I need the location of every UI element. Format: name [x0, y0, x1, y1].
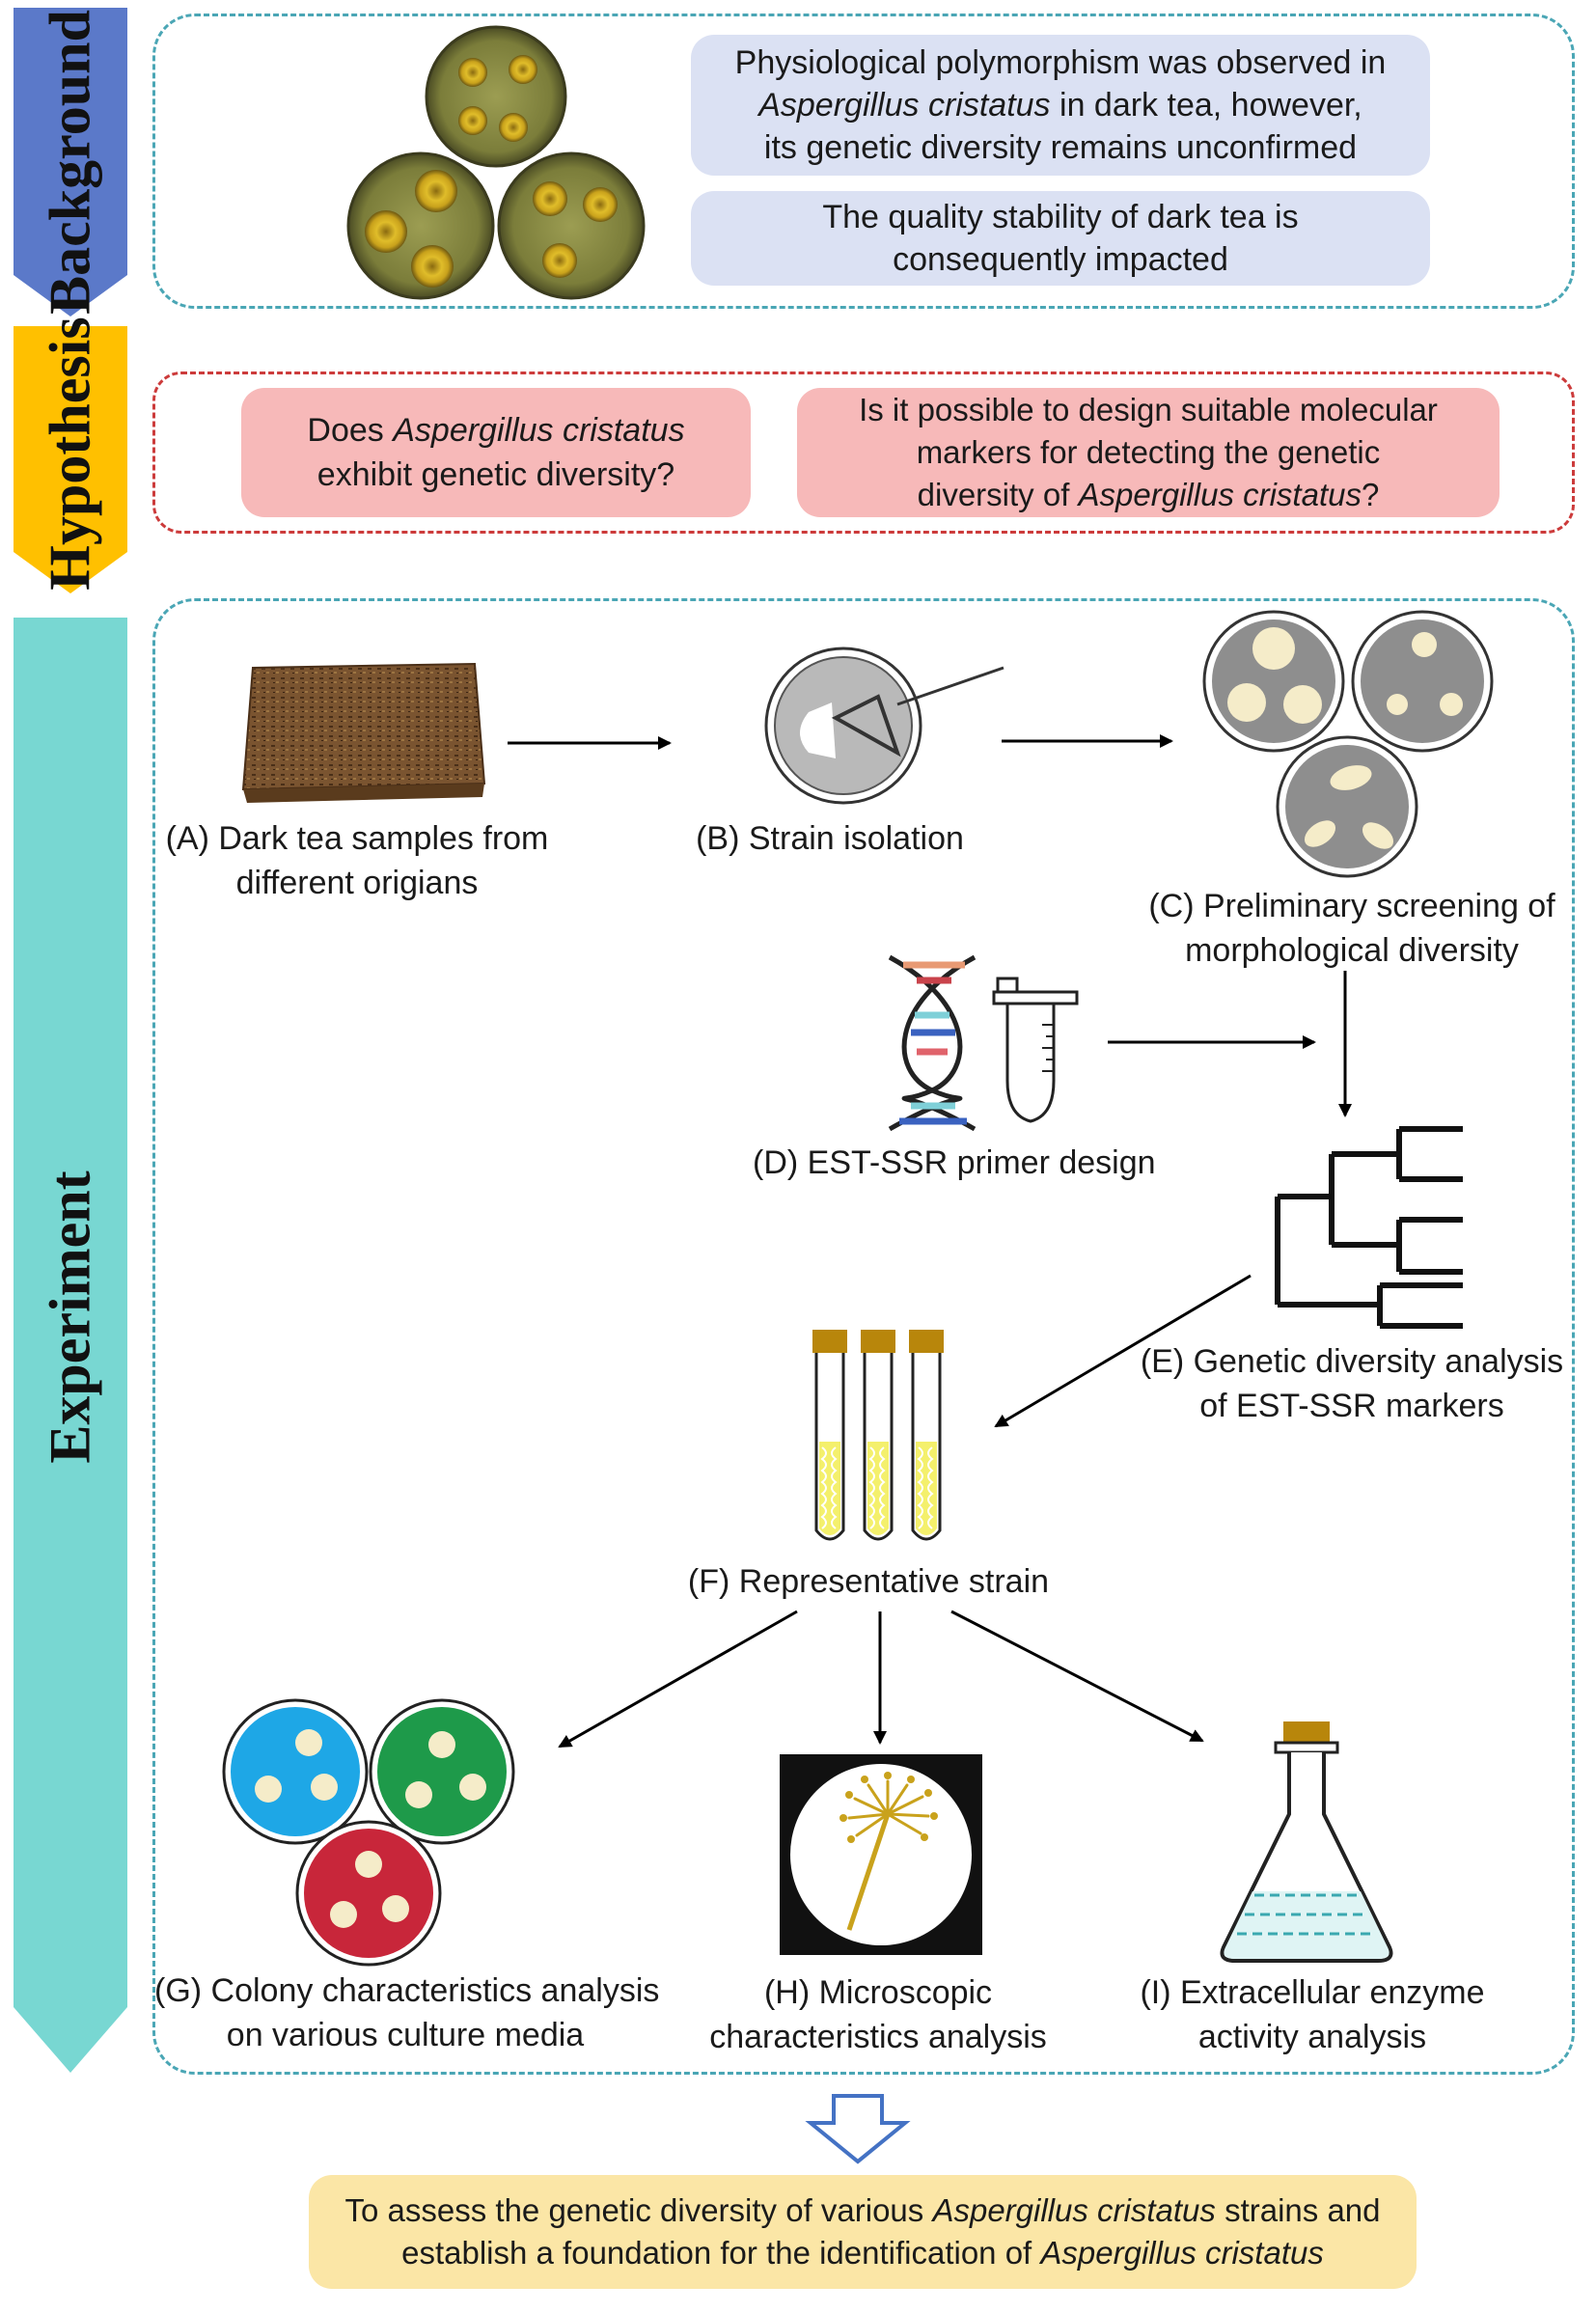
background-statement-2: The quality stability of dark tea is con… [691, 191, 1430, 286]
conclusion-line1-suffix: strains and [1215, 2192, 1381, 2228]
question2-species: Aspergillus cristatus [1078, 477, 1362, 512]
dendrogram-illustration [1275, 1126, 1463, 1329]
background-panel [152, 14, 1575, 309]
arrow-f-to-g [558, 1610, 798, 1749]
media-dish-blue [222, 1698, 369, 1845]
hypothesis-arrow [14, 326, 127, 593]
experiment-arrow [14, 618, 127, 2073]
hypothesis-question-2: Is it possible to design suitable molecu… [797, 388, 1500, 517]
arrow-f-to-i [950, 1610, 1204, 1743]
question2-line2: markers for detecting the genetic [916, 434, 1381, 470]
step-e-caption: (E) Genetic diversity analysis of EST-SS… [1135, 1339, 1569, 1428]
conclusion-down-arrow [805, 2094, 911, 2164]
question2-mark: ? [1361, 477, 1380, 512]
conclusion-species-2: Aspergillus cristatus [1040, 2235, 1324, 2271]
culture-tube-2 [861, 1330, 895, 1541]
question1-prefix: Does [307, 412, 394, 449]
tea-fungus-dish-right [497, 151, 646, 300]
conclusion-box: To assess the genetic diversity of vario… [309, 2175, 1417, 2289]
step-d-caption: (D) EST-SSR primer design [753, 1144, 1156, 1181]
step-i-line2: activity analysis [1197, 2019, 1427, 2055]
step-i-caption: (I) Extracellular enzyme activity analys… [1110, 1970, 1515, 2059]
step-g-line2: on various culture media [226, 2017, 585, 2053]
culture-tube-1 [812, 1330, 847, 1541]
tea-fungus-dish-left [346, 151, 495, 300]
step-e-line1: (E) Genetic diversity analysis [1140, 1343, 1564, 1380]
question1-line2: exhibit genetic diversity? [316, 456, 675, 493]
statement2-line2: consequently impacted [893, 241, 1228, 278]
morphology-dish-1 [1202, 610, 1345, 753]
background-statement-1: Physiological polymorphism was observed … [691, 35, 1430, 176]
hypothesis-question-1: Does Aspergillus cristatus exhibit genet… [241, 388, 751, 517]
step-a-line2: different origians [235, 865, 479, 901]
tea-fungus-dish-top [425, 25, 567, 168]
morphology-dish-2 [1351, 610, 1494, 753]
question2-line3-prefix: diversity of [917, 477, 1079, 512]
step-f-caption: (F) Representative strain [687, 1563, 1050, 1600]
step-g-line1: (G) Colony characteristics analysis [154, 1972, 660, 2009]
step-h-caption: (H) Microscopic characteristics analysis [685, 1970, 1071, 2059]
step-h-line1: (H) Microscopic [763, 1974, 993, 2011]
experiment-panel [152, 598, 1575, 2075]
step-c-line2: morphological diversity [1185, 932, 1519, 969]
culture-tubes-illustration [812, 1330, 944, 1541]
statement1-species: Aspergillus cristatus [758, 87, 1051, 124]
statement2-line1: The quality stability of dark tea is [822, 199, 1299, 235]
conclusion-line1-prefix: To assess the genetic diversity of vario… [344, 2192, 933, 2228]
step-i-line1: (I) Extracellular enzyme [1140, 1974, 1485, 2011]
step-h-line2: characteristics analysis [709, 2019, 1047, 2055]
step-c-caption: (C) Preliminary screening of morphologic… [1135, 884, 1569, 973]
culture-tube-3 [909, 1330, 944, 1541]
media-dish-green [369, 1698, 515, 1845]
statement1-line1: Physiological polymorphism was observed … [734, 44, 1387, 81]
tea-brick-illustration [241, 662, 486, 803]
flask-illustration [1220, 1721, 1393, 1963]
step-a-line1: (A) Dark tea samples from [165, 820, 549, 857]
flow-arrows [508, 734, 1352, 1749]
conclusion-line2-prefix: establish a foundation for the identific… [401, 2235, 1041, 2271]
step-e-line2: of EST-SSR markers [1199, 1388, 1504, 1424]
media-dish-red [295, 1820, 442, 1967]
primer-tube-illustration [992, 977, 1079, 1123]
step-a-caption: (A) Dark tea samples from different orig… [154, 816, 560, 905]
step-b-caption: (B) Strain isolation [696, 820, 964, 857]
hypothesis-panel [152, 372, 1575, 534]
step-c-line1: (C) Preliminary screening of [1148, 888, 1555, 924]
background-arrow [14, 8, 127, 317]
arrow-e-to-f [994, 1274, 1252, 1428]
question1-species: Aspergillus cristatus [393, 412, 685, 449]
conclusion-species-1: Aspergillus cristatus [932, 2192, 1216, 2228]
dna-helix-illustration [888, 954, 977, 1132]
statement1-line3: its genetic diversity remains unconfirme… [763, 129, 1358, 166]
step-g-caption: (G) Colony characteristics analysis on v… [154, 1969, 660, 2057]
statement1-line2: in dark tea, however, [1050, 87, 1362, 124]
morphology-dish-3 [1276, 735, 1418, 878]
question2-line1: Is it possible to design suitable molecu… [859, 392, 1438, 427]
microscope-view-illustration [780, 1754, 982, 1955]
isolation-dish-illustration [764, 647, 1004, 805]
